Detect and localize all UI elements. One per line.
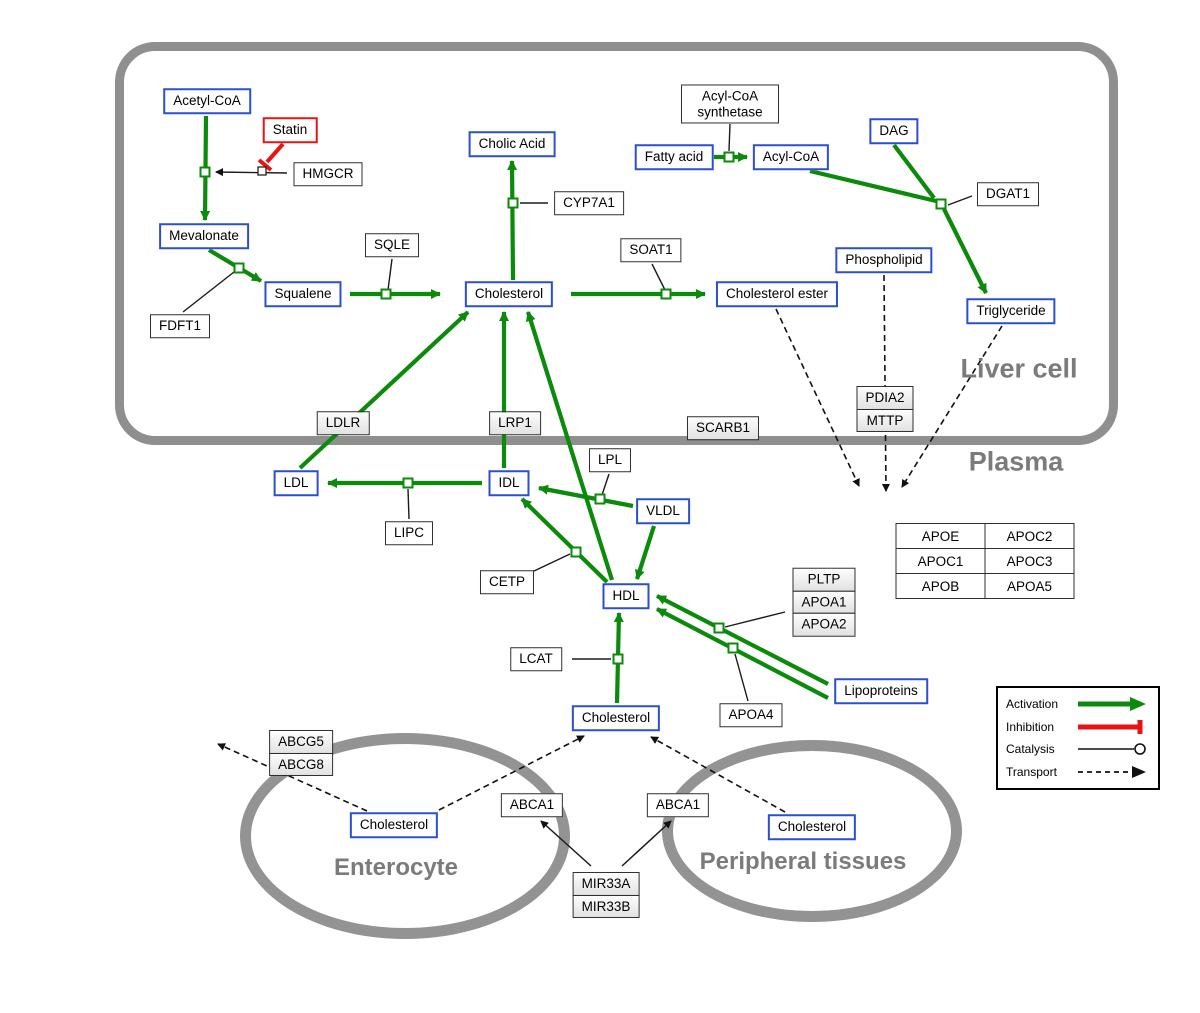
node-lpl[interactable]: LPL [588, 448, 632, 472]
liver-cell-label: Liver cell [960, 353, 1078, 384]
node-scarb1[interactable]: SCARB1 [686, 416, 760, 440]
node-mir33a[interactable]: MIR33A [572, 871, 640, 896]
node-triglyceride[interactable]: Triglyceride [966, 298, 1056, 324]
legend-transport: Transport [1006, 763, 1150, 781]
node-idl[interactable]: IDL [488, 470, 530, 496]
node-acetyl-coa[interactable]: Acetyl-CoA [163, 88, 251, 114]
node-lipc[interactable]: LIPC [384, 521, 434, 545]
node-mttp[interactable]: MTTP [856, 408, 914, 433]
pltp-apoa1-apoa2-stack: PLTP APOA1 APOA2 [792, 567, 856, 637]
node-vldl[interactable]: VLDL [636, 498, 690, 524]
node-acyl-coa-synthetase[interactable]: Acyl-CoA synthetase [681, 84, 779, 124]
legend-catalysis-label: Catalysis [1006, 742, 1055, 757]
node-cholesterol-liver[interactable]: Cholesterol [464, 281, 554, 307]
peripheral-tissues-label: Peripheral tissues [699, 848, 907, 875]
inhibition-edge [257, 142, 285, 172]
node-cholesterol-ester[interactable]: Cholesterol ester [715, 281, 839, 307]
node-mir33b[interactable]: MIR33B [572, 894, 640, 919]
node-pdia2[interactable]: PDIA2 [856, 385, 914, 410]
node-apoc3[interactable]: APOC3 [984, 548, 1075, 574]
activation-arrow-icon [1078, 697, 1146, 712]
node-cholesterol-plasma[interactable]: Cholesterol [571, 705, 661, 731]
node-apoa1[interactable]: APOA1 [792, 590, 856, 614]
node-fatty-acid[interactable]: Fatty acid [634, 144, 714, 170]
transport-edges [217, 274, 1003, 813]
liver-cell-membrane [115, 42, 1118, 445]
node-dgat1[interactable]: DGAT1 [976, 182, 1040, 206]
node-cetp[interactable]: CETP [479, 570, 535, 594]
enterocyte-label: Enterocyte [333, 854, 459, 881]
node-apoe[interactable]: APOE [895, 523, 986, 549]
node-apoc2[interactable]: APOC2 [984, 523, 1075, 549]
pdia2-mttp-stack: PDIA2 MTTP [856, 385, 914, 433]
node-apoa5[interactable]: APOA5 [984, 573, 1075, 599]
node-apoa4[interactable]: APOA4 [719, 703, 783, 727]
node-abcg8[interactable]: ABCG8 [269, 752, 333, 777]
node-apoc1[interactable]: APOC1 [895, 548, 986, 574]
node-ldl[interactable]: LDL [273, 470, 319, 496]
abcg5-abcg8-stack: ABCG5 ABCG8 [269, 729, 333, 777]
node-lcat[interactable]: LCAT [510, 647, 562, 671]
node-apob[interactable]: APOB [895, 573, 986, 599]
node-lrp1[interactable]: LRP1 [489, 411, 541, 435]
node-hdl[interactable]: HDL [602, 583, 650, 609]
node-squalene[interactable]: Squalene [264, 281, 342, 307]
node-dag[interactable]: DAG [869, 118, 919, 144]
legend: Activation Inhibition Catalysis Transpor… [996, 686, 1160, 790]
node-ldlr[interactable]: LDLR [316, 411, 370, 435]
node-abca1-peripheral[interactable]: ABCA1 [646, 793, 710, 817]
node-cholic-acid[interactable]: Cholic Acid [468, 131, 556, 157]
legend-inhibition-label: Inhibition [1006, 719, 1055, 734]
node-hmgcr[interactable]: HMGCR [293, 162, 363, 186]
node-sqle[interactable]: SQLE [364, 233, 420, 257]
node-abcg5[interactable]: ABCG5 [269, 729, 333, 754]
reaction-nodes [199, 151, 947, 665]
node-soat1[interactable]: SOAT1 [620, 238, 682, 262]
node-phospholipid[interactable]: Phospholipid [835, 247, 933, 273]
node-cyp7a1[interactable]: CYP7A1 [554, 191, 624, 215]
node-fdft1[interactable]: FDFT1 [150, 314, 210, 338]
legend-activation: Activation [1006, 695, 1150, 713]
node-abca1-enterocyte[interactable]: ABCA1 [500, 793, 564, 817]
enterocyte-membrane [240, 733, 570, 939]
legend-activation-label: Activation [1006, 697, 1059, 712]
legend-inhibition: Inhibition [1006, 718, 1150, 736]
mir33-arrows [540, 820, 672, 867]
catalysis-edges [182, 123, 973, 702]
plasma-label: Plasma [968, 446, 1064, 477]
node-apoa2[interactable]: APOA2 [792, 612, 856, 637]
inhibition-tbar-icon [1078, 719, 1143, 734]
legend-catalysis: Catalysis [1006, 740, 1150, 758]
peripheral-tissues-membrane [662, 740, 962, 922]
apolipoprotein-table: APOE APOC2 APOC1 APOC3 APOB APOA5 [895, 523, 1075, 599]
transport-dashed-arrow-icon [1078, 765, 1146, 778]
node-cholesterol-enterocyte[interactable]: Cholesterol [349, 812, 439, 838]
node-pltp[interactable]: PLTP [792, 567, 856, 592]
node-lipoproteins[interactable]: Lipoproteins [834, 678, 928, 704]
catalysis-circle-icon [1078, 743, 1146, 756]
node-acyl-coa[interactable]: Acyl-CoA [752, 144, 830, 170]
node-statin[interactable]: Statin [262, 117, 318, 143]
node-cholesterol-peripheral[interactable]: Cholesterol [767, 814, 857, 840]
legend-transport-label: Transport [1006, 764, 1057, 779]
node-mevalonate[interactable]: Mevalonate [159, 223, 249, 249]
mir33-stack: MIR33A MIR33B [572, 871, 640, 919]
